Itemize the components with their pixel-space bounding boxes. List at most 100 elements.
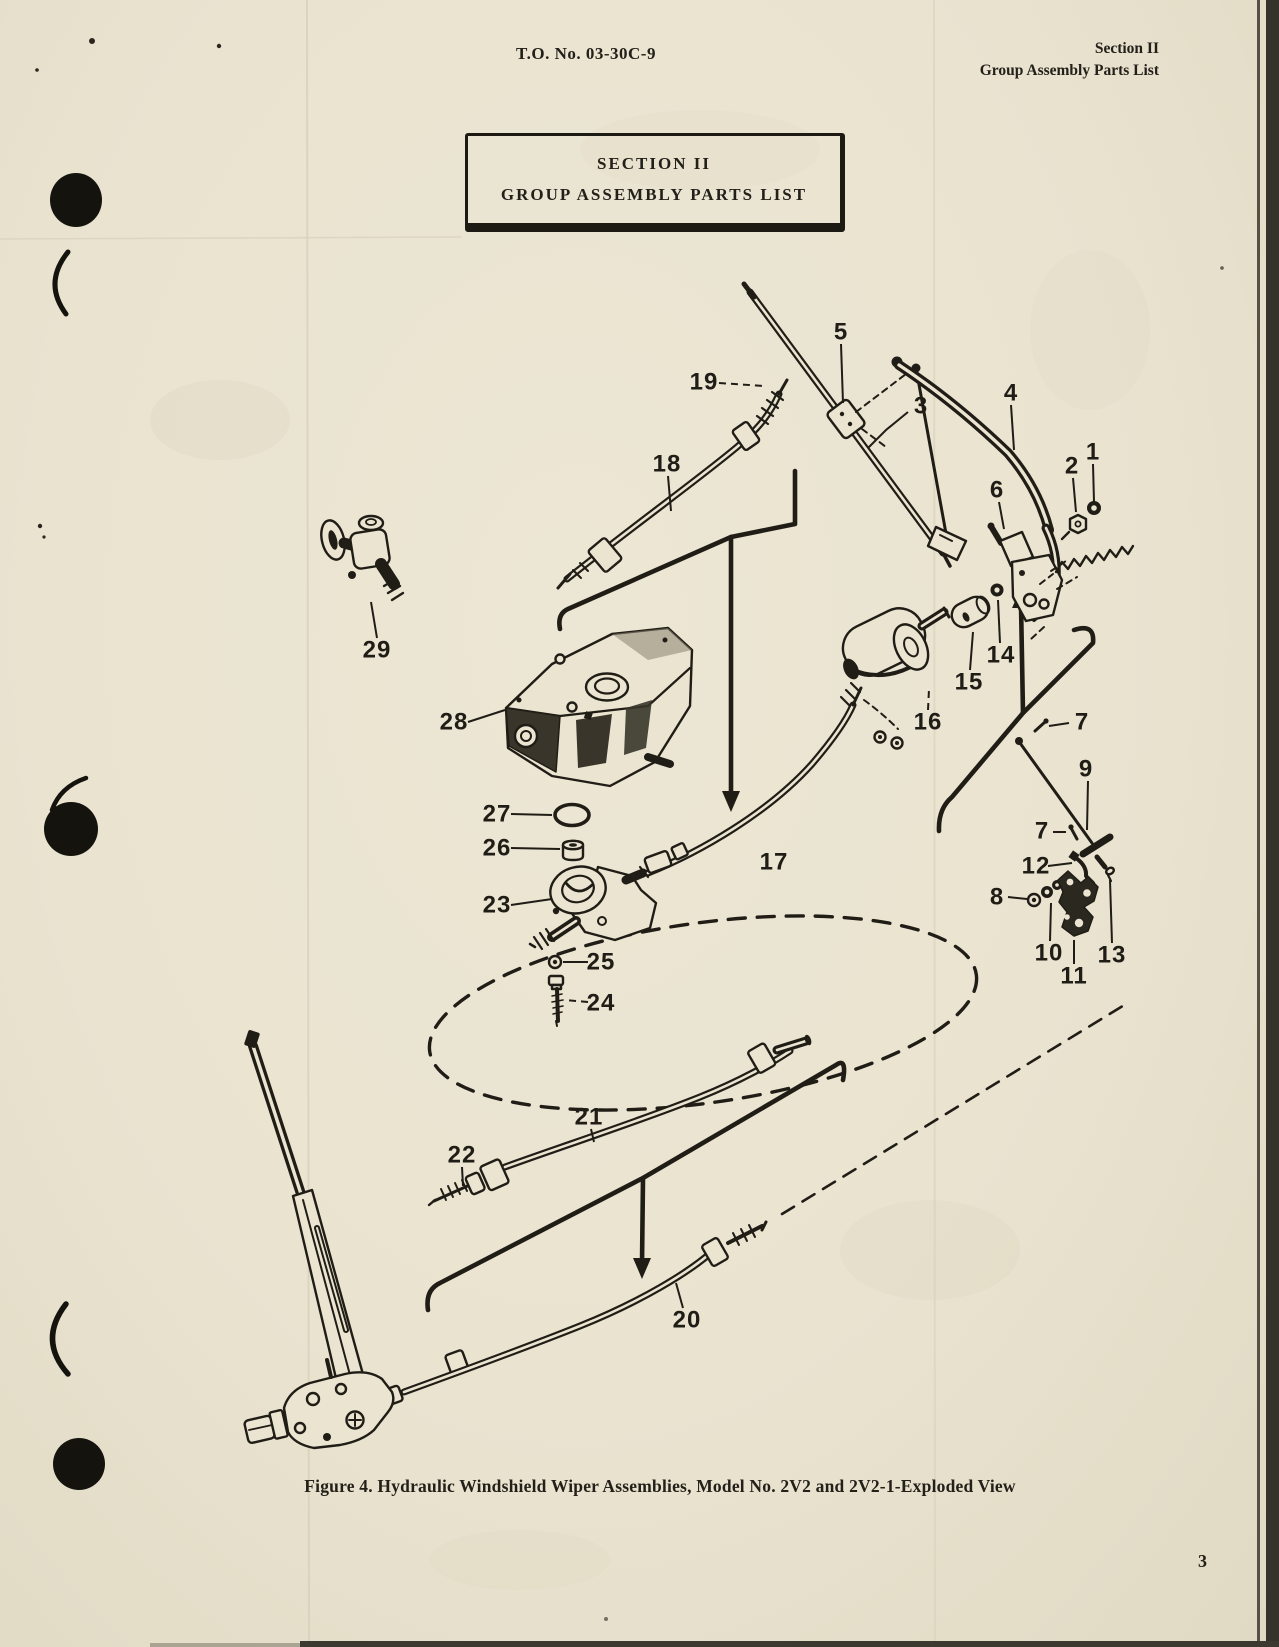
- callout-leader-23-23: [510, 898, 553, 906]
- callout-label-29-29: 29: [363, 637, 392, 664]
- callout-leader-1-0: [1092, 463, 1095, 503]
- flow-branch-bottom2: [639, 1175, 646, 1267]
- callout-label-24-24: 24: [587, 990, 616, 1017]
- pin-7-upper: [1033, 718, 1049, 733]
- callout-leader-16-16: [927, 688, 930, 711]
- threaded-stud: [1054, 544, 1135, 574]
- callout-label-7-8: 7: [1035, 818, 1049, 845]
- nut-2: [1060, 513, 1088, 541]
- wiper-blade-5: [741, 281, 952, 568]
- pump-assembly-23: [528, 862, 658, 951]
- o-ring-27: [553, 802, 591, 828]
- hose-17: [643, 681, 899, 877]
- callout-label-15-15: 15: [955, 669, 984, 696]
- pivot-assembly-6: [987, 522, 1078, 640]
- washer-1: [1087, 501, 1101, 515]
- screw-24: [547, 974, 565, 1027]
- callout-leader-20-20: [675, 1282, 684, 1309]
- page-edge-shadows: [150, 0, 1279, 1647]
- section-box-line2: GROUP ASSEMBLY PARTS LIST: [500, 185, 808, 204]
- hose-18: [556, 378, 789, 590]
- washer-8: [1026, 892, 1042, 908]
- pen-crescent-marks: [49, 249, 89, 1377]
- callout-label-25-25: 25: [587, 949, 616, 976]
- callout-leader-27-27: [510, 813, 553, 816]
- callout-label-1-0: 1: [1086, 439, 1100, 466]
- callout-leader-12-9: [1047, 862, 1073, 867]
- callout-leader-19-19: [718, 382, 765, 387]
- header-section-info: Section II Group Assembly Parts List: [980, 38, 1159, 82]
- figure-caption: Figure 4. Hydraulic Windshield Wiper Ass…: [304, 1476, 1016, 1496]
- hose-20-alignment-dashes: [780, 1002, 1128, 1216]
- callout-label-22-22: 22: [448, 1142, 477, 1169]
- header-section-line2: Group Assembly Parts List: [979, 62, 1159, 79]
- callout-label-20-20: 20: [673, 1307, 702, 1334]
- callout-leader-3-2: [867, 411, 909, 449]
- callout-label-4-3: 4: [1004, 380, 1018, 407]
- callout-label-7-6: 7: [1075, 709, 1089, 736]
- callout-leader-10-11: [1049, 902, 1052, 942]
- washers-10: [1041, 880, 1062, 898]
- callout-label-9-7: 9: [1079, 756, 1093, 783]
- callout-leader-18-18: [667, 475, 672, 512]
- callout-label-27-27: 27: [483, 801, 512, 828]
- callout-leader-26-26: [510, 847, 561, 850]
- callout-label-6-5: 6: [990, 477, 1004, 504]
- dashed-grouping-oval: [427, 914, 979, 1112]
- callout-label-5-4: 5: [834, 319, 848, 346]
- callout-leader-22-22: [461, 1166, 464, 1187]
- blade-alignment-dashes: [855, 373, 907, 448]
- callout-leader-9-7: [1086, 780, 1089, 831]
- callout-label-16-16: 16: [914, 709, 943, 736]
- washer-14: [990, 583, 1004, 597]
- callout-leader-8-10: [1007, 896, 1028, 900]
- fitting-nuts: [873, 730, 904, 750]
- spray-nozzle-19: [755, 378, 789, 426]
- callout-label-19-19: 19: [690, 369, 719, 396]
- callout-leader-15-15: [969, 631, 974, 671]
- callout-label-3-2: 3: [914, 393, 928, 420]
- callout-leader-21-21: [590, 1128, 595, 1143]
- callout-leader-7-6: [1048, 722, 1070, 727]
- callout-label-28-28: 28: [440, 709, 469, 736]
- callout-leader-13-13: [1109, 879, 1113, 944]
- washer-25: [547, 954, 563, 970]
- control-unit-28: [504, 626, 694, 788]
- callout-label-11-12: 11: [1060, 963, 1087, 990]
- callout-leader-6-5: [998, 501, 1005, 530]
- callout-label-8-10: 8: [990, 884, 1004, 911]
- callout-label-21-21: 21: [575, 1104, 604, 1131]
- callout-leader-14-14: [997, 599, 1001, 644]
- paper-texture: [0, 0, 1150, 1647]
- section-title-box: SECTION II GROUP ASSEMBLY PARTS LIST: [465, 133, 845, 232]
- assembly-flow-lines: [425, 468, 1096, 1313]
- callout-leader-28-28: [467, 709, 506, 723]
- shutoff-valve-29: [320, 514, 405, 602]
- flow-branch-up: [1018, 601, 1026, 716]
- binder-hole-marks: [44, 173, 105, 1490]
- section-box-line1: SECTION II: [596, 154, 711, 173]
- callout-label-18-18: 18: [653, 451, 682, 478]
- callout-label-17-17: 17: [760, 849, 789, 876]
- pin-7-lower: [1068, 824, 1079, 841]
- header-doc-number: T.O. No. 03-30C-9: [516, 44, 656, 63]
- callout-leader-5-4: [840, 343, 844, 404]
- flow-line-center: [557, 468, 798, 632]
- flow-line-right: [936, 625, 1096, 834]
- callout-leader-29-29: [370, 601, 378, 639]
- callout-leader-24-24: [564, 999, 589, 1003]
- link-12: [1068, 850, 1095, 885]
- bushing-26: [561, 839, 585, 862]
- ink-specks: [35, 38, 1224, 1621]
- sleeve-15: [950, 595, 991, 629]
- wiper-assembly-installed: [243, 1030, 395, 1450]
- crank-arm-11: [1057, 870, 1099, 937]
- page-number: 3: [1198, 1551, 1207, 1571]
- callout-label-26-26: 26: [483, 835, 512, 862]
- hose-21: [427, 1034, 812, 1207]
- callout-label-2-1: 2: [1065, 453, 1079, 480]
- callout-leader-2-1: [1072, 477, 1077, 513]
